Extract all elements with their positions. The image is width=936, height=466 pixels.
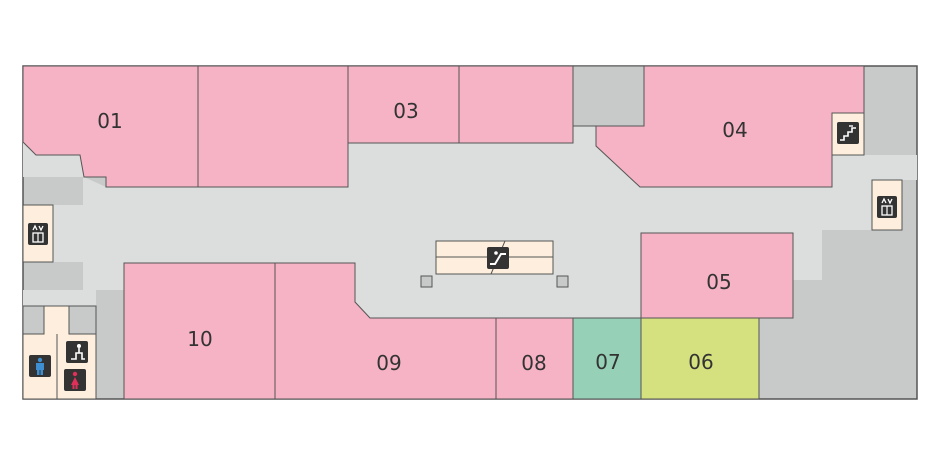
unit-09-area[interactable]	[274, 262, 497, 400]
unit-06-label: 06	[688, 350, 713, 374]
corridor	[23, 126, 917, 318]
unit-09-label: 09	[376, 351, 401, 375]
unit-03-label: 03	[393, 99, 418, 123]
unit-08-label: 08	[521, 351, 546, 375]
unit-04-area[interactable]	[595, 65, 865, 188]
unit-08-area[interactable]	[495, 317, 574, 400]
pillar	[420, 275, 433, 288]
escalator-icon	[487, 247, 509, 269]
unit-05-area[interactable]	[640, 232, 794, 319]
unit-10-area[interactable]	[123, 262, 276, 400]
female-restroom-icon	[64, 369, 86, 391]
unit-10-label: 10	[187, 327, 212, 351]
multipurpose-restroom-icon	[66, 341, 88, 363]
male-restroom-icon	[29, 355, 51, 377]
unit-07-label: 07	[595, 350, 620, 374]
stairs-icon	[837, 122, 859, 144]
service-block	[572, 65, 645, 127]
unit-02-area[interactable]	[197, 65, 349, 188]
unit-04-label: 04	[722, 118, 747, 142]
pillar	[556, 275, 569, 288]
unit-03-area[interactable]	[347, 65, 460, 144]
unit-05-label: 05	[706, 270, 731, 294]
elevator-icon	[28, 223, 48, 245]
unit-03b-area[interactable]	[458, 65, 574, 144]
restroom-wall-1	[22, 305, 45, 335]
unit-07-area[interactable]	[572, 317, 642, 400]
unit-06-area[interactable]	[640, 317, 760, 400]
unit-01-label: 01	[97, 109, 122, 133]
elevator-icon	[877, 196, 897, 218]
restroom-wall-2	[68, 305, 97, 335]
